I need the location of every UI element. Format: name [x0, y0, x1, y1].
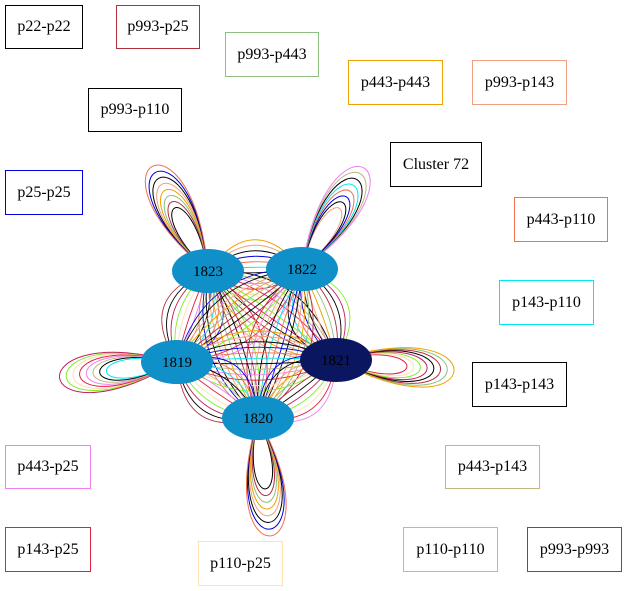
edge	[65, 352, 178, 391]
edge	[301, 207, 343, 270]
cluster-title: Cluster 72	[390, 142, 482, 187]
edge	[171, 207, 209, 272]
legend-item-p993-p143: p993-p143	[472, 60, 567, 105]
edge	[248, 417, 281, 517]
graph-node-label: 1821	[321, 353, 351, 369]
edge	[301, 171, 367, 270]
graph-node-label: 1819	[162, 355, 192, 371]
edge	[246, 417, 287, 537]
edge	[301, 165, 371, 270]
edge	[144, 164, 209, 272]
legend-item-p143-p110: p143-p110	[499, 280, 594, 325]
edge	[335, 348, 448, 386]
legend-item-p443-p110: p443-p110	[514, 197, 608, 242]
edge	[301, 183, 359, 270]
graph-node-1819[interactable]	[141, 340, 213, 384]
edge	[148, 170, 209, 272]
edge	[335, 347, 455, 388]
legend-item-p110-p110: p110-p110	[403, 527, 498, 572]
edge	[335, 353, 415, 377]
node-group: 1823 1822 1819 1821 1820	[141, 247, 372, 440]
graph-node-1820[interactable]	[222, 396, 294, 440]
edge	[59, 351, 178, 394]
edge	[301, 201, 347, 270]
edge	[79, 354, 178, 387]
edge	[250, 417, 277, 503]
graph-node-label: 1823	[193, 264, 223, 280]
legend-item-p993-p993: p993-p993	[527, 527, 622, 572]
edge	[167, 201, 209, 272]
edge	[301, 189, 355, 270]
graph-node-1823[interactable]	[172, 249, 244, 293]
edge	[249, 417, 279, 510]
edge	[335, 352, 421, 379]
legend-item-p25-p25: p25-p25	[5, 170, 83, 215]
edge	[251, 417, 275, 497]
graph-node-1821[interactable]	[300, 338, 372, 382]
edge	[85, 355, 178, 385]
legend-item-p993-p110: p993-p110	[88, 88, 182, 132]
legend-item-p993-p443: p993-p443	[225, 32, 319, 77]
edge	[92, 356, 178, 383]
edge	[252, 417, 274, 490]
legend-item-p143-p143: p143-p143	[472, 362, 567, 407]
edge	[163, 195, 209, 272]
edge	[301, 177, 363, 270]
edge	[156, 182, 209, 272]
legend-item-p143-p25: p143-p25	[5, 527, 91, 572]
edge	[335, 349, 441, 384]
edge	[159, 189, 209, 272]
edge	[247, 417, 285, 530]
edge-group	[59, 164, 455, 537]
edge	[248, 417, 283, 523]
edge	[335, 351, 428, 381]
edge	[72, 353, 178, 389]
edge	[99, 357, 178, 381]
legend-item-p110-p25: p110-p25	[198, 541, 283, 586]
legend-item-p443-p443: p443-p443	[348, 60, 443, 105]
edge	[335, 350, 435, 382]
legend-item-p443-p25: p443-p25	[5, 445, 91, 489]
legend-item-p993-p25: p993-p25	[116, 5, 200, 49]
legend-item-p443-p143: p443-p143	[445, 445, 540, 489]
legend-item-p22-p22: p22-p22	[5, 5, 83, 49]
graph-node-label: 1820	[243, 411, 273, 427]
graph-node-1822[interactable]	[266, 247, 338, 291]
edge	[152, 176, 209, 272]
edge	[301, 195, 351, 270]
graph-node-label: 1822	[287, 262, 317, 278]
